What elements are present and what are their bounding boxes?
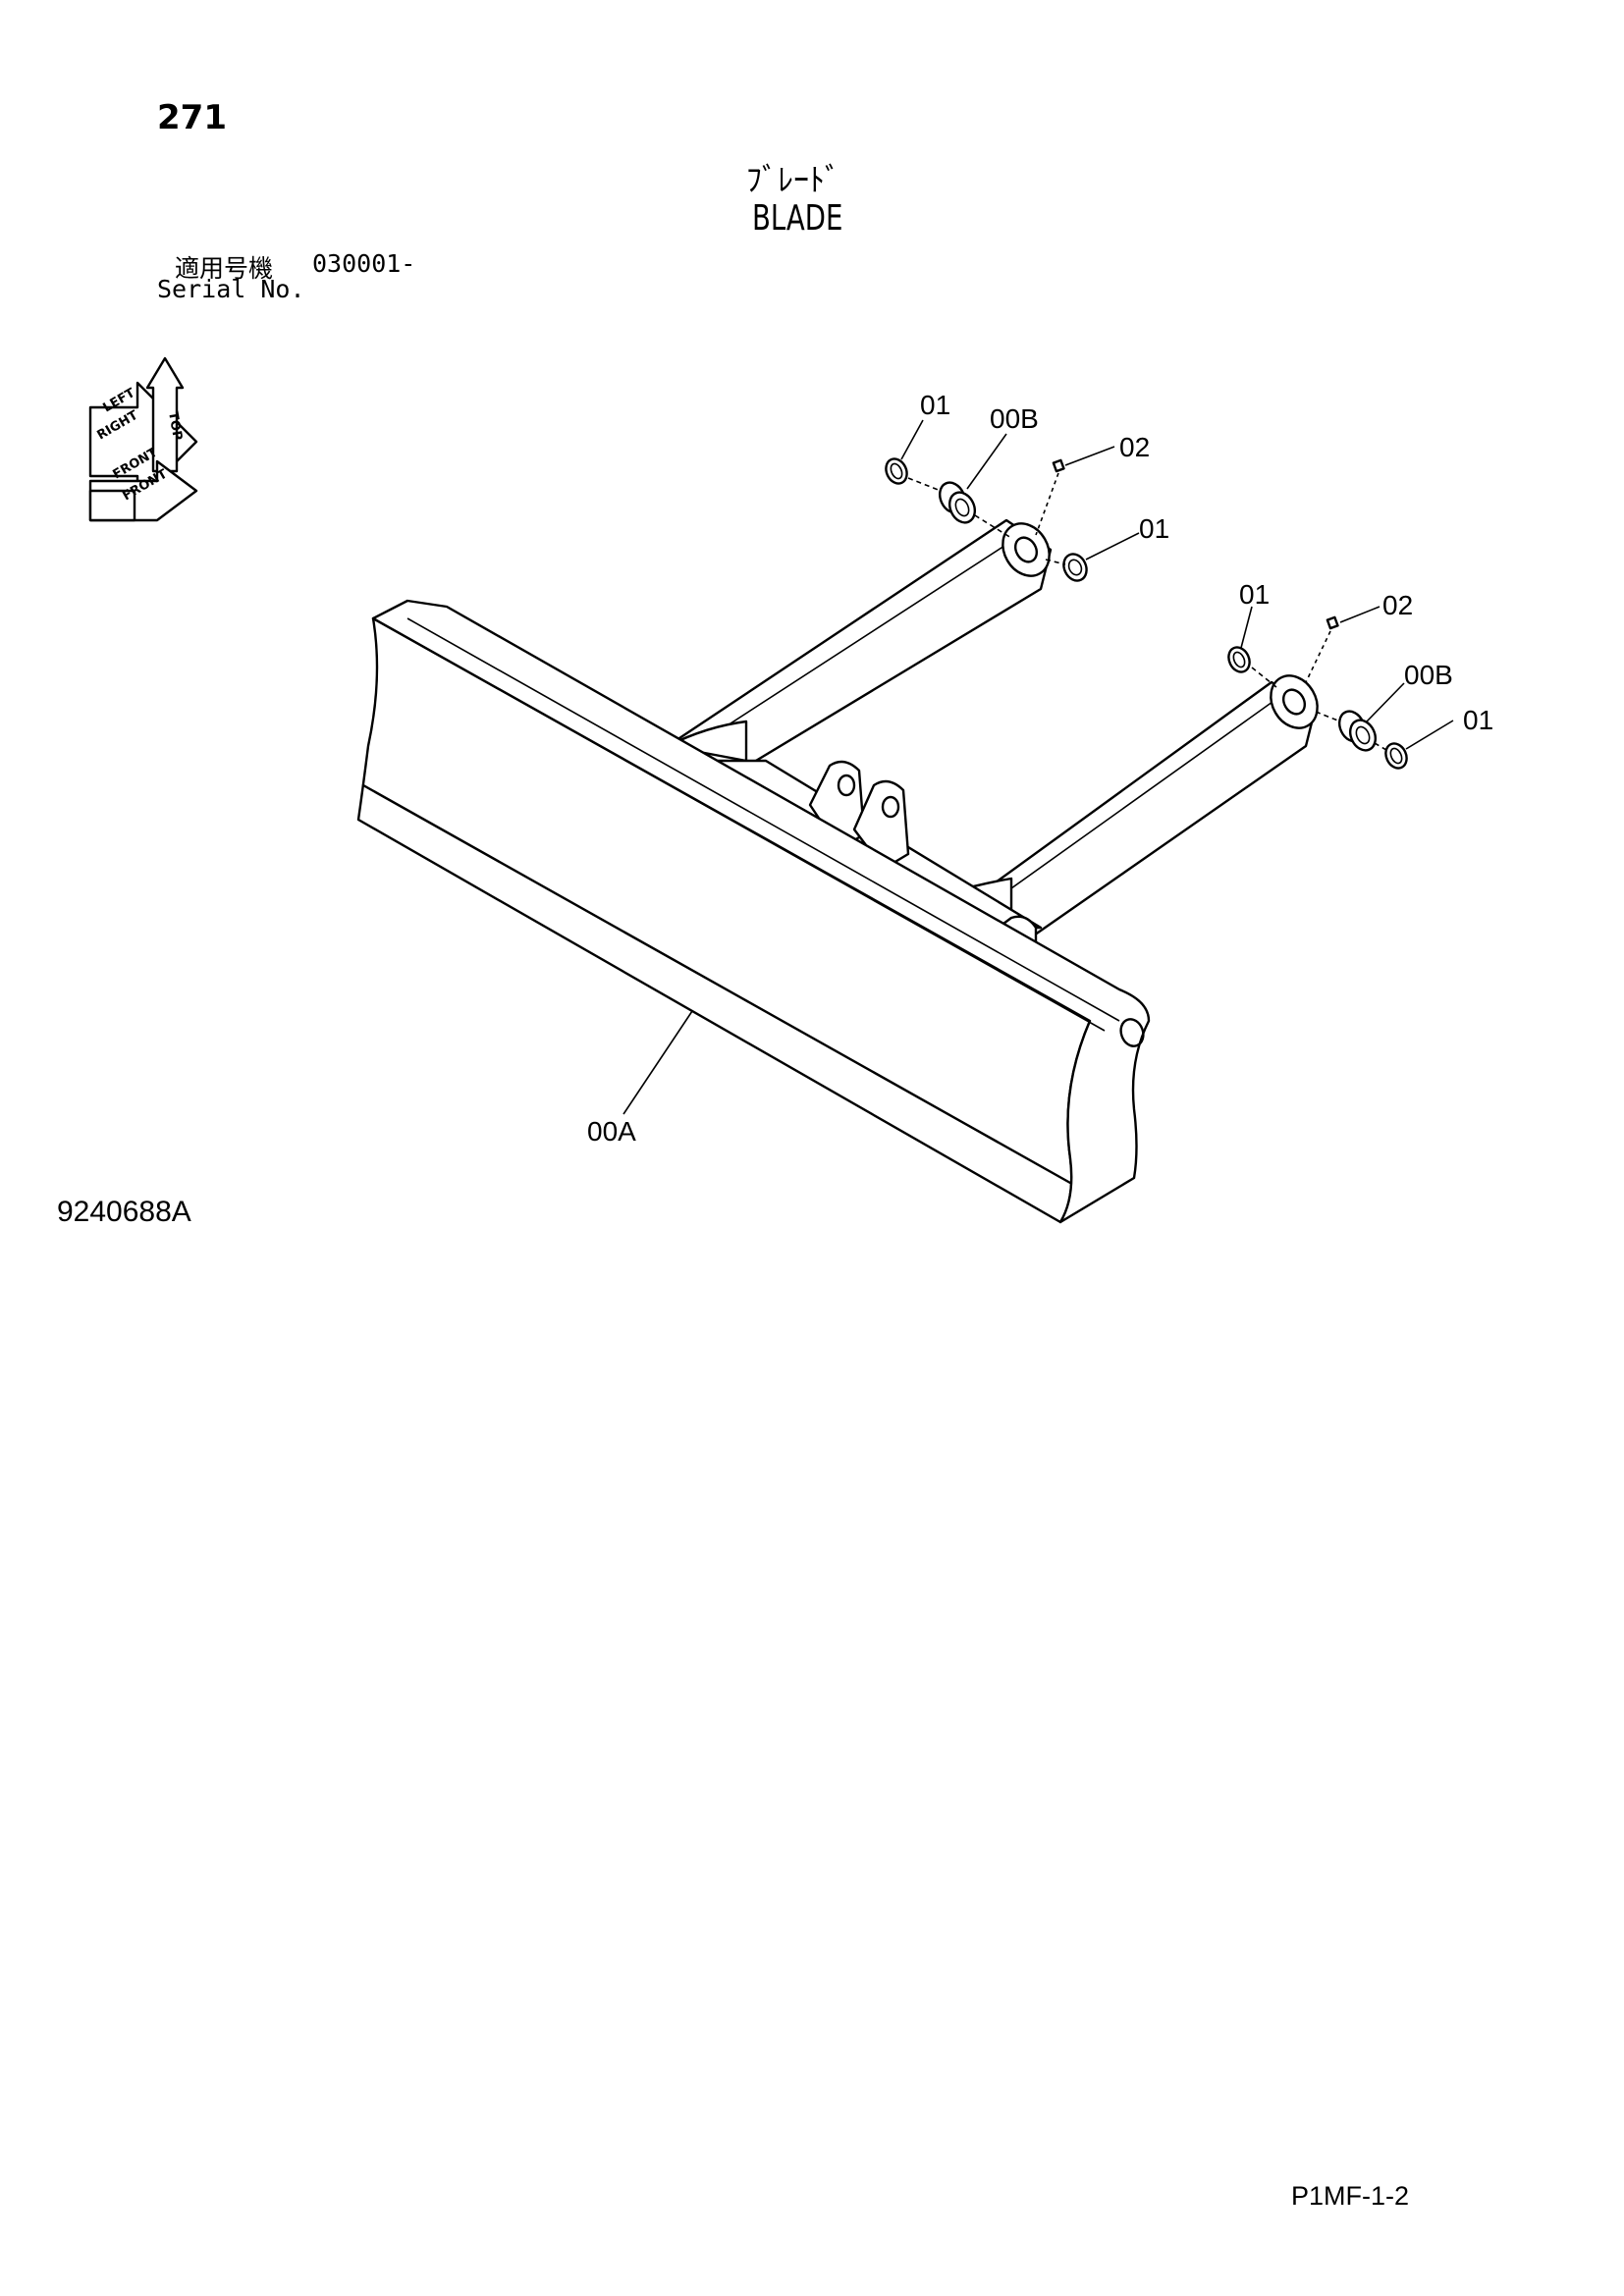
ring-01-b <box>1062 553 1088 582</box>
blade-side-hole <box>1119 1018 1145 1047</box>
blade-top-edge <box>371 599 1151 1224</box>
bushing-00b-b <box>1337 710 1378 752</box>
callout-02-b: 02 <box>1382 590 1413 620</box>
cutting-edge-line <box>361 783 1072 1185</box>
callout-00b-b: 00B <box>1404 660 1453 690</box>
ring-01-d <box>1384 742 1408 770</box>
serial-label-english: Serial No. <box>157 275 305 303</box>
drawing-code: 9240688A <box>57 1196 191 1228</box>
right-arm-boss <box>1270 674 1319 729</box>
callout-01-d: 01 <box>1463 705 1493 735</box>
grease-fitting-02-a <box>1052 458 1065 473</box>
top-arrow-shape <box>145 356 185 473</box>
orientation-icon: TOP LEFT RIGHT FRONT FRONT <box>88 356 198 522</box>
parts-group-upper <box>885 457 1088 582</box>
title-english: BLADE <box>752 198 843 239</box>
front-box <box>88 489 136 522</box>
ring-01-c <box>1227 646 1251 673</box>
blade-arms <box>666 518 1319 969</box>
parts-group-lower <box>1227 615 1408 770</box>
callout-00b-a: 00B <box>990 403 1039 434</box>
left-arm-boss <box>1001 522 1051 577</box>
page-number: 271 <box>157 98 227 137</box>
right-arm <box>965 680 1318 939</box>
callout-00a: 00A <box>587 1116 636 1147</box>
callout-01-b: 01 <box>1139 513 1169 544</box>
leader-lines <box>623 419 1454 1115</box>
callout-01-a: 01 <box>920 390 950 420</box>
orientation-label-top: TOP <box>165 410 185 442</box>
serial-label-japanese: 適用号機 <box>175 254 274 283</box>
callout-02-a: 02 <box>1119 432 1150 462</box>
callout-01-c: 01 <box>1239 579 1270 610</box>
ring-01-a <box>885 457 908 485</box>
title-japanese: ﾌﾞﾚｰﾄﾞ <box>746 161 841 198</box>
bushing-00b-a <box>938 481 977 524</box>
page-code: P1MF-1-2 <box>1291 2181 1410 2211</box>
serial-range: 030001- <box>312 249 416 278</box>
grease-fitting-02-b <box>1326 615 1339 630</box>
blade-body <box>356 599 1151 1224</box>
